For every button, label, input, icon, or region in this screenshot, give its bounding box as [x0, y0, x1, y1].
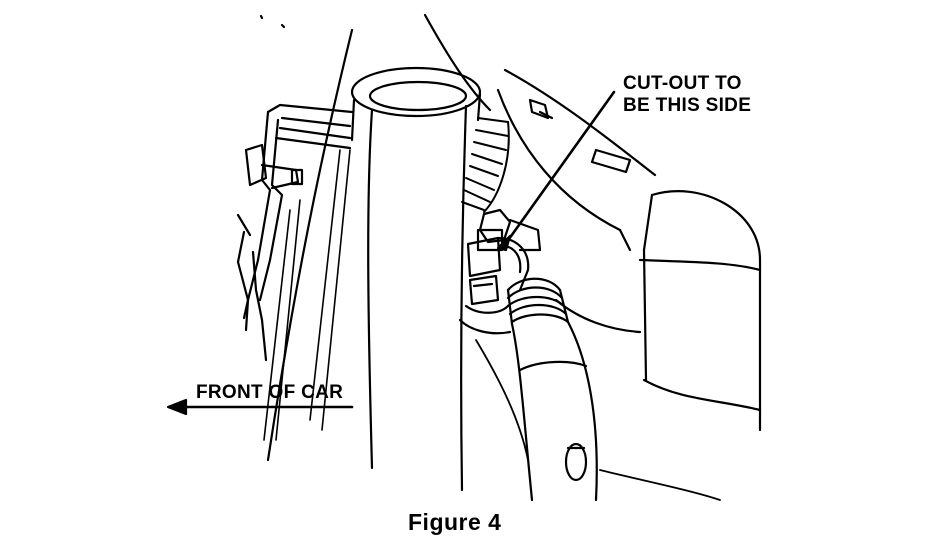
main-pipe	[350, 66, 482, 492]
callout-label-line-1: CUT-OUT TO	[623, 73, 742, 94]
drain-knob	[564, 442, 588, 482]
left-stripes	[263, 149, 351, 441]
stray-marks	[259, 14, 286, 29]
callout-label-line-2: BE THIS SIDE	[623, 95, 752, 116]
front-of-car-label: FRONT OF CAR	[196, 382, 344, 403]
left-bracket	[236, 103, 354, 362]
corrugated-hose-lower	[506, 277, 598, 502]
arrowhead-icon	[166, 398, 188, 416]
callout-leader	[496, 90, 616, 252]
figure-caption: Figure 4	[408, 509, 502, 535]
housing-slots	[528, 98, 632, 174]
background-housing	[266, 13, 657, 462]
engine-block-right	[554, 190, 762, 432]
hose-clamp	[458, 208, 542, 335]
floor-lines	[475, 339, 721, 501]
front-arrow	[166, 398, 354, 416]
corrugated-hose-upper	[461, 117, 510, 213]
